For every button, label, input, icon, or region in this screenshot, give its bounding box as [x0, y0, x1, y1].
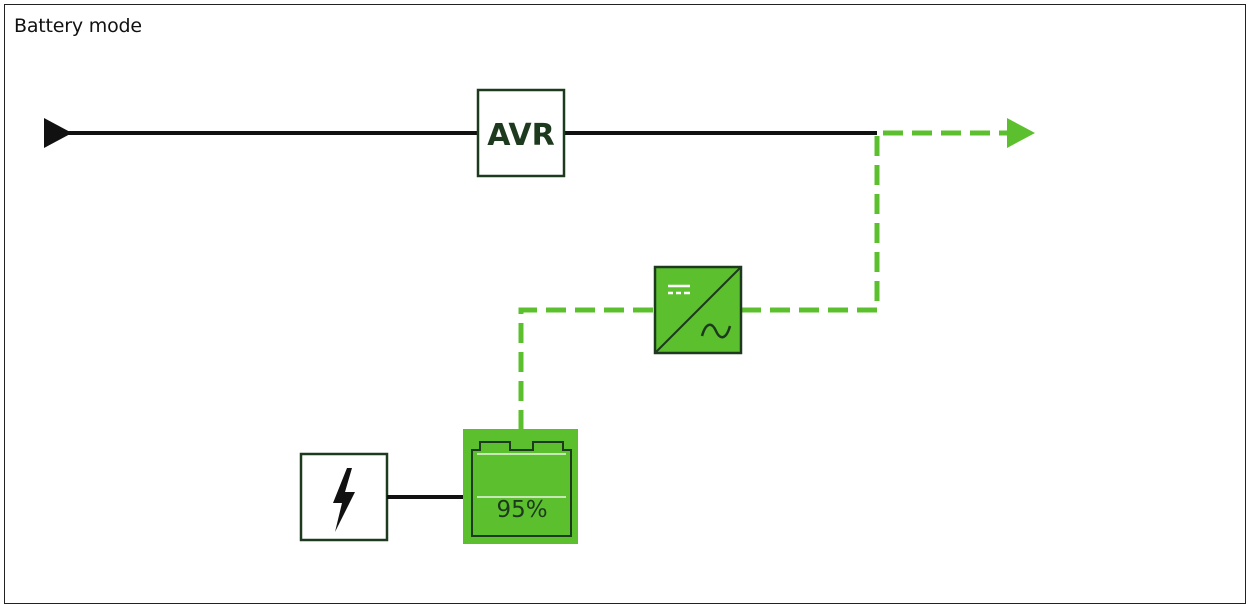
avr-block: AVR: [476, 88, 566, 178]
battery-icon: [471, 441, 572, 537]
inverter-to-output-line: [741, 130, 1010, 313]
inverter-diagonal: [654, 266, 742, 354]
active-power-path: [518, 130, 1010, 430]
inverter-block: [653, 265, 743, 355]
input-path: [44, 118, 877, 148]
ac-symbol-icon: [700, 323, 732, 339]
battery-to-inverter-line: [518, 307, 655, 430]
input-arrow-icon: [44, 118, 72, 148]
operating-mode-label: Battery mode: [14, 15, 142, 37]
power-flow-diagram: AVR 95%: [44, 88, 1035, 544]
lightning-bolt-icon: [333, 468, 355, 532]
output-arrow-icon: [1007, 118, 1035, 148]
avr-label: AVR: [487, 118, 555, 153]
charger-block: [299, 452, 389, 542]
ups-status-panel: [4, 4, 1246, 604]
dc-symbol-icon: [668, 284, 690, 295]
battery-level-text: 95%: [496, 497, 547, 523]
battery-block: 95%: [463, 429, 578, 544]
